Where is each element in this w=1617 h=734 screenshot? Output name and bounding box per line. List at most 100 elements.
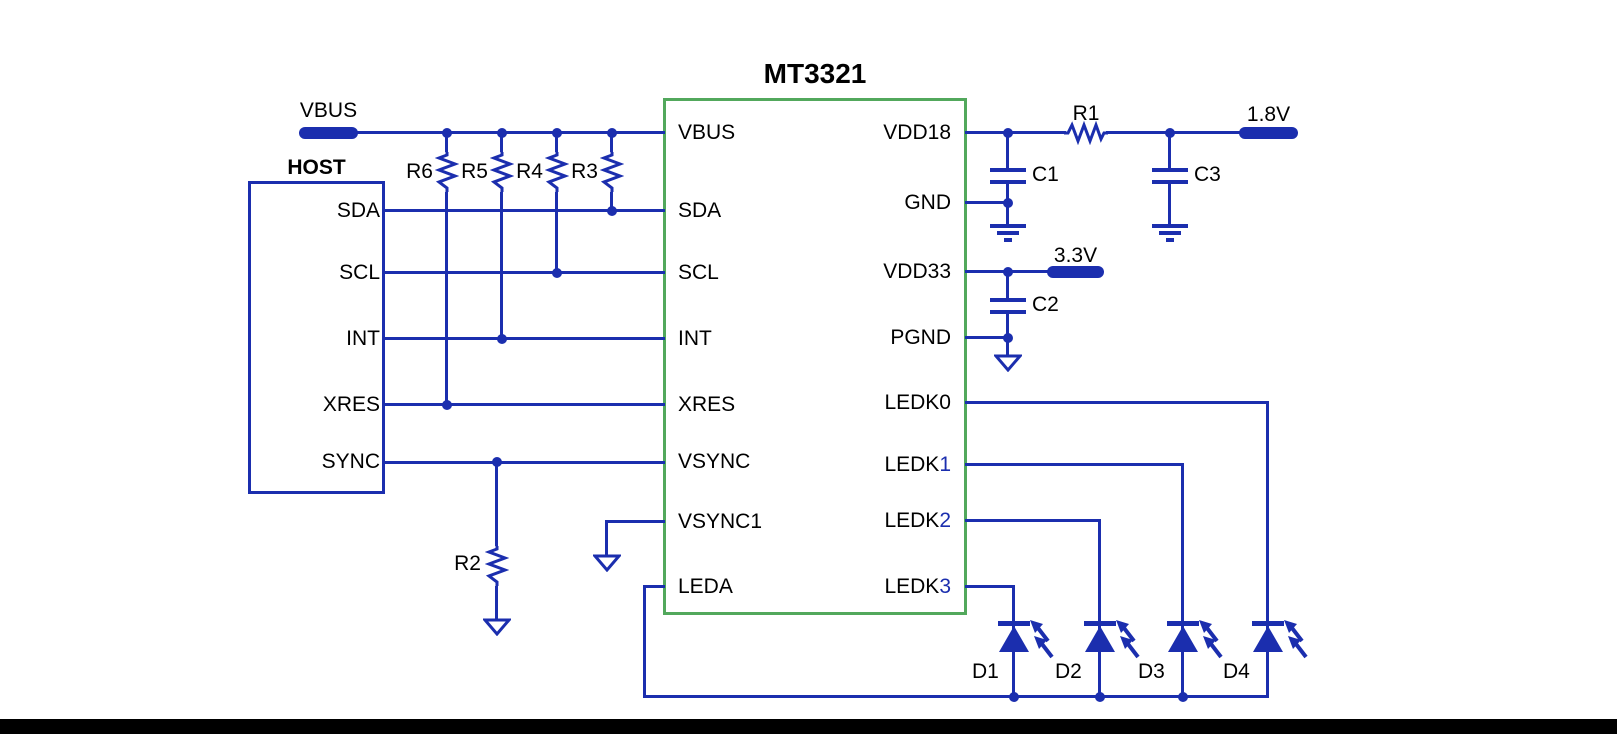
host-pin-xres: XRES [322,393,380,416]
ic-pin-pgnd: PGND [890,326,951,349]
terminal-label-3v3: 3.3V [1053,244,1098,267]
capacitor-label-c1: C1 [1032,163,1059,186]
wire-vsync1 [605,520,665,523]
wire-ledk0 [965,401,1269,404]
terminal-3v3 [1047,266,1104,278]
wire [1168,131,1171,169]
led-label-d4: D4 [1223,660,1250,683]
wire [1168,184,1171,226]
junction-dot [607,206,617,216]
wire-led-d4 [1266,401,1269,697]
resistor-r4 [545,152,569,192]
wire [1006,131,1009,169]
junction-dot [1003,333,1013,343]
ic-pin-ledk1: LEDK1 [884,453,951,476]
capacitor-label-c2: C2 [1032,293,1059,316]
wire-ledk2 [965,519,1101,522]
capacitor-c2-plate [990,298,1026,302]
resistor-label-r1: R1 [1072,102,1100,125]
terminal-label-1v8: 1.8V [1246,103,1291,126]
resistor-r1 [1064,121,1108,145]
resistor-label-r6: R6 [406,160,433,183]
host-pin-sync: SYNC [321,450,380,473]
led-label-d3: D3 [1138,660,1165,683]
ic-title: MT3321 [763,58,867,89]
ic-body-box [663,98,967,615]
wire-anode-rail [643,695,1269,698]
junction-dot [442,400,452,410]
ground-triangle-r2 [483,618,511,636]
capacitor-c1-plate [990,168,1026,172]
ic-pin-ledk2: LEDK2 [884,509,951,532]
vbus-terminal-label: VBUS [299,99,358,122]
junction-dot [1003,198,1013,208]
ic-pin-int: INT [678,327,712,350]
ic-pin-vbus: VBUS [678,121,736,144]
resistor-r2 [485,546,509,586]
bottom-black-bar [0,719,1617,734]
resistor-label-r2: R2 [454,552,481,575]
led-d1 [998,620,1054,659]
led-d4 [1252,620,1308,659]
ic-pin-sda: SDA [678,199,722,222]
host-box [248,181,385,494]
resistor-label-r4: R4 [516,160,543,183]
led-label-d2: D2 [1055,660,1082,683]
wire [495,461,498,546]
resistor-label-r5: R5 [461,160,488,183]
wire-led-d3 [1181,463,1184,697]
capacitor-c1-plate [990,180,1026,184]
wire-xres [385,403,665,406]
wire [555,192,558,274]
resistor-label-r3: R3 [571,160,598,183]
ic-pin-xres: XRES [678,393,736,416]
wire-ledk1 [965,463,1184,466]
capacitor-label-c3: C3 [1194,163,1221,186]
wire [495,586,498,620]
earth-ground-c3 [1152,224,1188,242]
ground-triangle-pgnd [994,354,1022,372]
wire [500,131,503,152]
wire-scl [385,271,665,274]
capacitor-c3-plate [1152,180,1188,184]
ic-pin-vdd18: VDD18 [883,121,951,144]
junction-dot [1095,692,1105,702]
wire-leda [645,585,665,588]
host-pin-sda: SDA [336,199,380,222]
junction-dot [497,334,507,344]
junction-dot [1009,692,1019,702]
ground-triangle-vsync1 [593,554,621,572]
wire-int [385,337,665,340]
wire-vdd18 [965,131,1066,134]
host-label: HOST [287,156,346,179]
vbus-terminal [299,127,358,139]
wire-ledk3 [965,585,1015,588]
resistor-r5 [490,152,514,192]
wire-sync [385,461,665,464]
junction-dot [552,268,562,278]
wire [605,520,608,556]
wire [1006,270,1009,299]
ic-pin-vsync: VSYNC [678,450,751,473]
wire [500,192,503,340]
ic-pin-ledk3: LEDK3 [884,575,951,598]
ic-pin-scl: SCL [678,261,719,284]
wire-gnd [965,201,1010,204]
wire-sda [385,209,665,212]
wire [445,131,448,152]
wire [610,131,613,152]
capacitor-c2-plate [990,310,1026,314]
led-d2 [1084,620,1140,659]
wire [610,192,613,212]
wire-pgnd [965,336,1010,339]
host-pin-int: INT [346,327,380,350]
led-d3 [1167,620,1223,659]
ic-pin-vdd33: VDD33 [883,260,951,283]
ic-pin-leda: LEDA [678,575,733,598]
resistor-r6 [435,152,459,192]
terminal-1v8 [1239,127,1298,139]
wire-vbus-rail [300,131,665,134]
led-label-d1: D1 [972,660,999,683]
wire [643,585,646,698]
